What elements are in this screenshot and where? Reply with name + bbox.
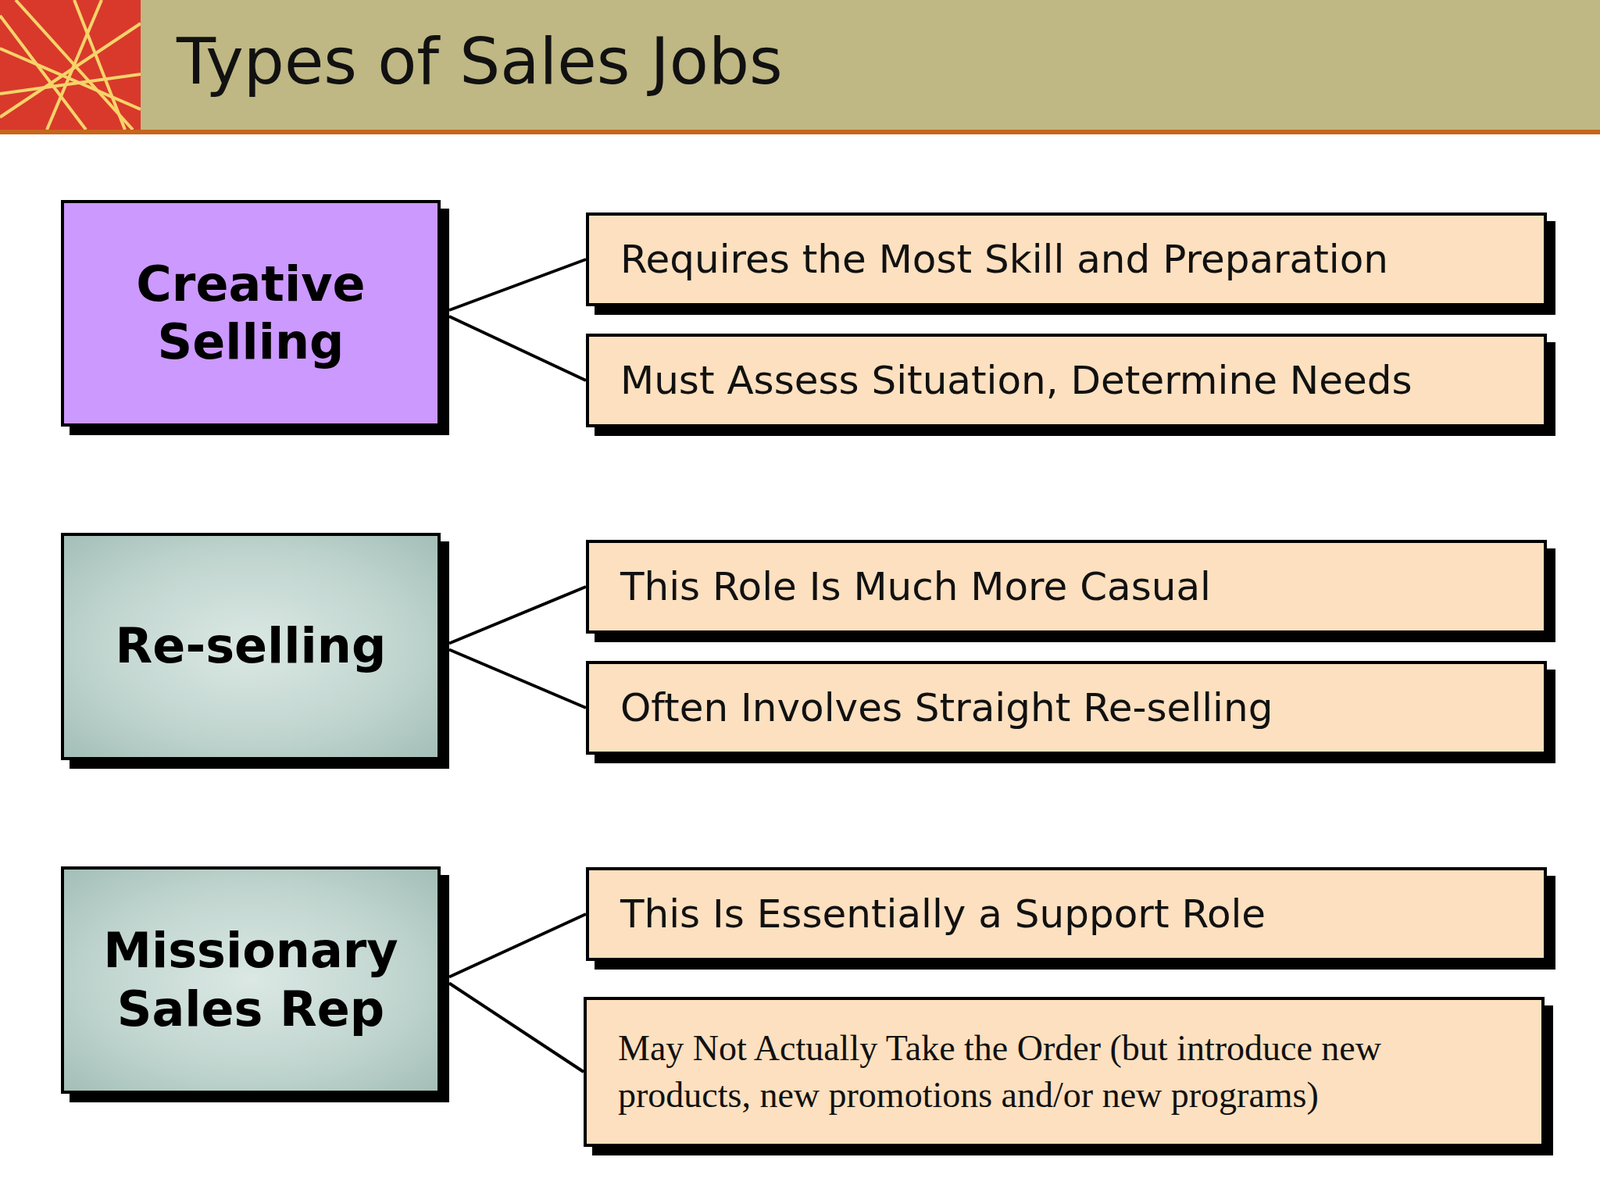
- sales-type-box: Missionary Sales Rep: [60, 866, 441, 1094]
- connector-line: [449, 259, 586, 311]
- description-text: This Role Is Much More Casual: [620, 563, 1513, 611]
- description-box: May Not Actually Take the Order (but int…: [583, 996, 1545, 1147]
- sales-type-box: Re-selling: [60, 532, 441, 761]
- sales-type-box: Creative Selling: [60, 200, 441, 427]
- description-text: May Not Actually Take the Order (but int…: [617, 1025, 1511, 1119]
- logo-graphic: [0, 0, 141, 130]
- connector-line: [449, 586, 586, 644]
- description-box: This Is Essentially a Support Role: [585, 867, 1547, 961]
- type-label: Missionary Sales Rep: [76, 921, 425, 1039]
- description-text: Must Assess Situation, Determine Needs: [620, 357, 1513, 404]
- description-box: Must Assess Situation, Determine Needs: [585, 333, 1547, 428]
- slide-title: Types of Sales Jobs: [176, 26, 783, 97]
- description-text: Often Involves Straight Re-selling: [620, 684, 1513, 732]
- description-text: Requires the Most Skill and Preparation: [620, 235, 1513, 283]
- header-rule: [0, 129, 1600, 135]
- description-text: This Is Essentially a Support Role: [620, 890, 1513, 938]
- connector-line: [449, 316, 586, 381]
- connector-line: [449, 983, 584, 1073]
- type-label: Re-selling: [76, 617, 425, 675]
- connector-line: [449, 914, 586, 978]
- description-box: Requires the Most Skill and Preparation: [585, 212, 1547, 307]
- description-box: This Role Is Much More Casual: [585, 539, 1547, 634]
- description-box: Often Involves Straight Re-selling: [585, 660, 1547, 755]
- connector-line: [449, 650, 586, 709]
- type-label: Creative Selling: [76, 255, 425, 372]
